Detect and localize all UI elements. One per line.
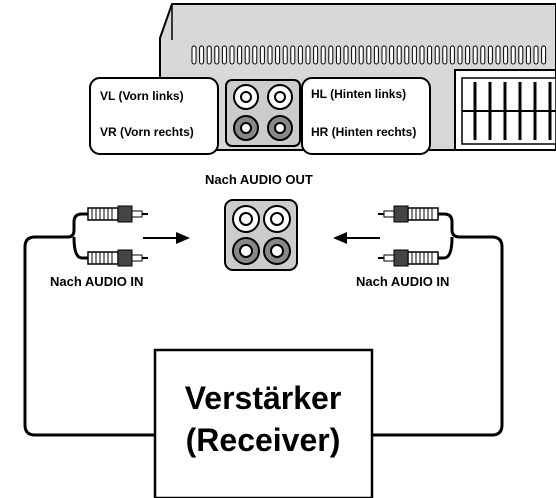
vent-slot <box>541 45 547 65</box>
vent-slot <box>358 45 364 65</box>
vent-slot <box>335 45 341 65</box>
vent-slot <box>389 45 395 65</box>
vent-slot <box>472 45 478 65</box>
audio-in-right-label: Nach AUDIO IN <box>356 274 450 289</box>
vent-slot <box>449 45 455 65</box>
player-audio-out-jacks <box>225 79 301 147</box>
vent-slot <box>525 45 531 65</box>
left-rca-cable <box>23 212 155 437</box>
vent-slot <box>305 45 311 65</box>
vent-slot <box>487 45 493 65</box>
vent-slot <box>275 45 281 65</box>
vent-slot <box>503 45 509 65</box>
vent-slot <box>495 45 501 65</box>
vent-slot <box>419 45 425 65</box>
vent-slot <box>510 45 516 65</box>
vent-slot <box>427 45 433 65</box>
amplifier-box <box>153 348 374 498</box>
vent-slot <box>434 45 440 65</box>
vent-slots <box>191 45 547 65</box>
audio-out-label: Nach AUDIO OUT <box>205 172 313 187</box>
vent-slot <box>442 45 448 65</box>
vent-slot <box>373 45 379 65</box>
vent-slot <box>320 45 326 65</box>
audio-in-left-label: Nach AUDIO IN <box>50 274 144 289</box>
vent-slot <box>191 45 197 65</box>
front-channel-label-box <box>89 77 219 155</box>
vent-slot <box>518 45 524 65</box>
rca-plug-icon <box>378 249 439 267</box>
vent-slot <box>297 45 303 65</box>
arrow-left-icon <box>333 232 380 244</box>
vent-slot <box>290 45 296 65</box>
arrow-right-icon <box>143 232 190 244</box>
vent-slot <box>457 45 463 65</box>
rca-plug-icon <box>87 249 148 267</box>
amplifier-title: Verstärker <box>184 380 342 416</box>
vent-slot <box>411 45 417 65</box>
vent-slot <box>267 45 273 65</box>
vent-slot <box>237 45 243 65</box>
vent-slot <box>366 45 372 65</box>
vent-slot <box>259 45 265 65</box>
vent-slot <box>396 45 402 65</box>
audio-out-jack-cluster <box>224 199 298 271</box>
front-left-label: VL (Vorn links) <box>100 89 184 103</box>
rca-plug-icon <box>87 205 148 223</box>
right-rca-cable <box>372 212 504 437</box>
vent-slot <box>351 45 357 65</box>
vent-slot <box>221 45 227 65</box>
vent-slot <box>199 45 205 65</box>
vent-slot <box>381 45 387 65</box>
vent-slot <box>214 45 220 65</box>
rear-left-label: HL (Hinten links) <box>311 87 407 101</box>
vent-slot <box>404 45 410 65</box>
vent-slot <box>533 45 539 65</box>
speaker-terminal-block <box>454 69 556 151</box>
amplifier-subtitle: (Receiver) <box>185 422 341 458</box>
rca-plug-icon <box>378 205 439 223</box>
vent-slot <box>282 45 288 65</box>
vent-slot <box>480 45 486 65</box>
vent-slot <box>244 45 250 65</box>
vent-slot <box>465 45 471 65</box>
front-right-label: VR (Vorn rechts) <box>100 125 194 139</box>
vent-slot <box>229 45 235 65</box>
vent-slot <box>313 45 319 65</box>
vent-slot <box>252 45 258 65</box>
vent-slot <box>206 45 212 65</box>
rear-channel-label-box <box>301 77 431 155</box>
vent-slot <box>328 45 334 65</box>
vent-slot <box>343 45 349 65</box>
rear-right-label: HR (Hinten rechts) <box>311 125 417 139</box>
